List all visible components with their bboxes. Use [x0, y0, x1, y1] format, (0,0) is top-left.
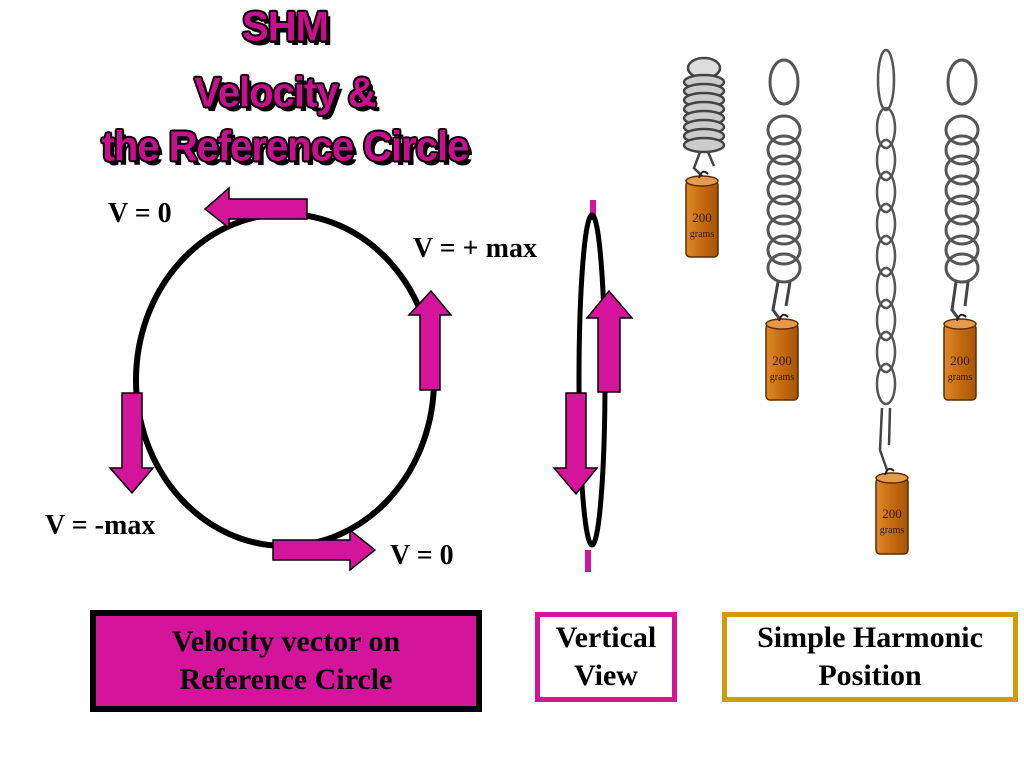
- arrow-up-right: [407, 289, 453, 391]
- weight-4: 200 grams: [943, 313, 977, 401]
- vertical-view-top-tick: [590, 200, 596, 220]
- spring-equilibrium: [766, 58, 802, 319]
- reference-circle: [133, 211, 437, 549]
- weight-1-unit: grams: [690, 229, 715, 240]
- caption-vertical-view: Vertical View: [535, 612, 677, 702]
- label-v-minus-max: V = -max: [45, 510, 156, 541]
- title-line-2: Velocity &: [194, 69, 376, 117]
- weight-1: 200 grams: [685, 170, 719, 258]
- weight-1-mass: 200: [692, 210, 712, 225]
- weight-3-mass: 200: [882, 506, 902, 521]
- arrow-down-left: [108, 392, 155, 495]
- weight-3-unit: grams: [880, 525, 905, 536]
- label-v-plus-max: V = + max: [413, 233, 537, 264]
- weight-3: 200 grams: [875, 467, 909, 555]
- vertical-arrow-up: [585, 289, 634, 393]
- arrow-left-top: [203, 186, 308, 230]
- spring-equilibrium-2: [944, 58, 980, 319]
- weight-4-mass: 200: [950, 353, 970, 368]
- caption-reference-circle: Velocity vector on Reference Circle: [90, 610, 482, 712]
- weight-4-unit: grams: [948, 372, 973, 383]
- vertical-view-bottom-tick: [585, 550, 591, 572]
- weight-2: 200 grams: [765, 313, 799, 401]
- weight-2-unit: grams: [770, 372, 795, 383]
- label-v-zero-bottom: V = 0: [390, 540, 454, 571]
- label-v-zero-top: V = 0: [108, 198, 172, 229]
- title-line-1: SHM: [242, 3, 329, 51]
- caption-shm-position: Simple Harmonic Position: [722, 612, 1018, 702]
- title-line-3: the Reference Circle: [101, 123, 470, 171]
- spring-compressed: [682, 56, 726, 177]
- weight-2-mass: 200: [772, 353, 792, 368]
- caption-reference-circle-text: Velocity vector on Reference Circle: [96, 616, 476, 706]
- vertical-arrow-down: [552, 392, 599, 496]
- spring-stretched: [875, 48, 897, 471]
- arrow-right-bottom: [272, 528, 377, 572]
